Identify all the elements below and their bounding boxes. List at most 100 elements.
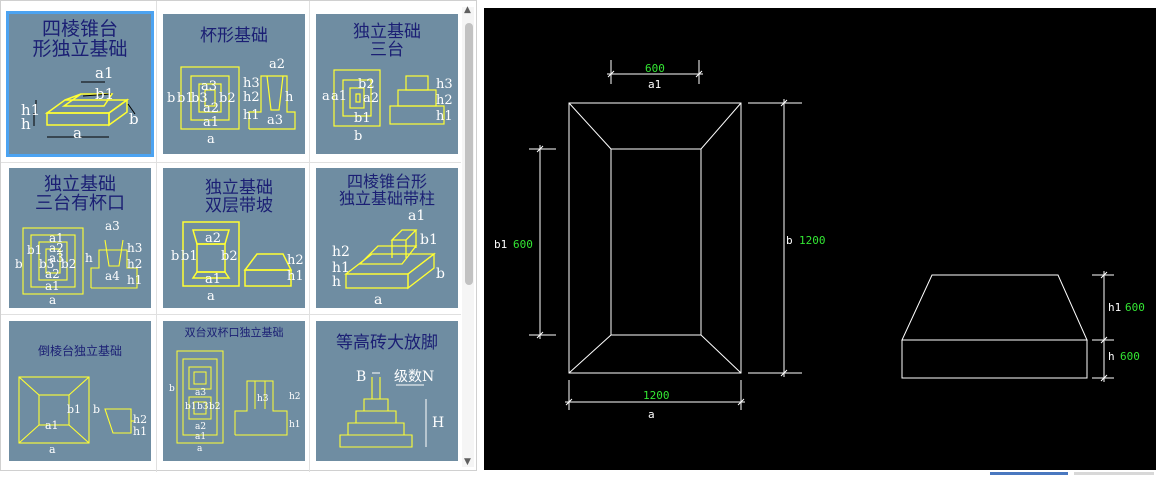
dimension-label: a2 <box>363 91 379 106</box>
tile-pyramid-foundation-with-column[interactable]: 四棱锥台形 独立基础带柱 a1 b1 h2 h1 h b a <box>316 168 458 308</box>
elevation-frustum <box>901 274 1088 341</box>
tile-three-step-cup-foundation[interactable]: 独立基础 三台有杯口 a1 a2 a3 b1 b3 b2 b a2 a1 a <box>9 168 151 308</box>
dimension-label: a3 <box>201 79 217 94</box>
dimension-label: a1 <box>331 89 347 104</box>
plan-inner-rect <box>610 148 702 336</box>
dimension-label: a1 <box>45 279 60 293</box>
caret-up-icon[interactable]: ▲ <box>464 5 471 15</box>
dimension-label: h1 <box>127 273 142 287</box>
dimension-label: h1 <box>332 260 350 276</box>
dimension-label: a1 <box>205 272 221 287</box>
dimension-label: b <box>93 403 100 416</box>
diagram-three-step: b2 a2 a a1 b1 b h3 h2 h1 <box>322 69 453 144</box>
elevation-base <box>901 339 1088 379</box>
dimension-label: a3 <box>105 219 120 233</box>
label-b: b <box>129 110 139 128</box>
dimension-label: a <box>49 443 56 456</box>
dimension-label: b2 <box>219 91 236 106</box>
dim-b-label: b <box>786 234 793 247</box>
dim-h1-value: 600 <box>1125 301 1145 314</box>
dimension-label: a <box>197 444 203 454</box>
dimension-label: a <box>374 292 382 308</box>
dimension-label: h3 <box>436 77 453 92</box>
dimension-label: b1 <box>354 111 371 126</box>
label-b1: b1 <box>95 85 114 103</box>
dimension-label: a <box>207 289 215 304</box>
dimension-label: h3 <box>127 241 142 255</box>
diagram-three-step-cup: a1 a2 a3 b1 b3 b2 b a2 a1 a a3 h a4 h3 h… <box>15 219 142 307</box>
dimension-label: b3 <box>197 402 209 412</box>
tile-title: 四棱锥台形 独立基础带柱 <box>338 172 435 208</box>
dimension-label: h3 <box>243 76 260 91</box>
foundation-type-gallery: 四棱锥台 形独立基础 a1 b1 h1 h <box>0 0 477 472</box>
dim-b-value: 1200 <box>799 234 826 247</box>
tile-inverted-frustum-foundation[interactable]: 倒棱台独立基础 b1 a1 a b h2 h1 <box>9 321 151 461</box>
diagram-pyramid-with-column: a1 b1 h2 h1 h b a <box>332 208 445 308</box>
scrollbar-thumb[interactable] <box>465 23 473 285</box>
dimension-label: h1 <box>243 108 260 123</box>
diagram-pyramid-frustum: a1 b1 h1 h a b <box>21 64 139 142</box>
dimension-label: a <box>322 89 330 104</box>
dimension-label: a3 <box>49 251 64 265</box>
dimension-label: h3 <box>257 394 269 404</box>
dim-a1-value: 600 <box>645 62 665 75</box>
tile-title: 独立基础 双层带坡 <box>205 178 273 216</box>
dimension-label: h2 <box>289 392 301 402</box>
dimension-label: a1 <box>408 208 425 224</box>
tile-double-layer-sloped-foundation[interactable]: 独立基础 双层带坡 a2 b1 b2 b a1 a h2 h1 <box>163 168 305 308</box>
dimension-label: a1 <box>195 432 206 442</box>
dimension-label: a2 <box>195 422 206 432</box>
cad-drawing: 600 a1 b1 600 b 1200 1200 a h1 600 h 600 <box>494 60 1145 421</box>
dimension-label: H <box>432 415 444 431</box>
dimension-label: h <box>85 251 93 265</box>
dimension-label: b <box>436 266 445 282</box>
dimension-label: b1 <box>181 249 198 264</box>
dimension-label: b <box>15 257 23 271</box>
dimension-label: a1 <box>49 231 64 245</box>
dimension-label: a2 <box>203 101 219 116</box>
tile-title: 等高砖大放脚 <box>336 333 438 353</box>
diagram-double-step-double-cup: a3 b1 b3 b2 b a2 a1 a h3 h2 h1 <box>169 350 301 454</box>
tile-title: 独立基础 三台有杯口 <box>35 174 125 214</box>
tile-double-step-double-cup-foundation[interactable]: 双台双杯口独立基础 a3 b1 b3 b2 b a2 a1 <box>163 321 305 461</box>
tile-cup-foundation[interactable]: 杯形基础 a3 b3 b2 b b1 a2 a1 a h3 h2 <box>163 14 305 154</box>
dimension-label: a4 <box>105 269 120 283</box>
diagram-brick-footing: B 级数N H <box>339 369 444 448</box>
dimension-label: b <box>354 129 362 144</box>
tile-three-step-foundation[interactable]: 独立基础 三台 b2 a2 a a1 b1 b h3 h2 h1 <box>316 14 458 154</box>
dimension-label: h2 <box>287 253 304 268</box>
dimension-label: h1 <box>287 269 304 284</box>
dimension-label: a2 <box>269 57 285 72</box>
dimension-label: h2 <box>243 90 260 105</box>
tile-title: 独立基础 三台 <box>353 22 421 60</box>
tile-title: 双台双杯口独立基础 <box>184 326 284 339</box>
dim-h-value: 600 <box>1120 350 1140 363</box>
status-strip <box>990 472 1068 475</box>
dimension-label: b <box>167 91 175 106</box>
dimension-label: a3 <box>267 113 283 128</box>
dimension-label: b2 <box>61 257 76 271</box>
plan-outer-rect <box>568 102 742 374</box>
tile-pyramid-frustum-foundation[interactable]: 四棱锥台 形独立基础 a1 b1 h1 h <box>6 11 154 157</box>
dim-h-label: h <box>1108 350 1115 363</box>
dimension-label: a3 <box>195 388 206 398</box>
dimension-label: h2 <box>436 93 453 108</box>
dim-a1-label: a1 <box>648 78 661 91</box>
dimension-label: b2 <box>221 249 238 264</box>
status-strip <box>1074 472 1154 475</box>
gallery-divider <box>1 162 461 163</box>
dimension-label: a2 <box>205 231 221 246</box>
dim-b1-label: b1 <box>494 238 507 251</box>
caret-down-icon[interactable]: ▼ <box>464 457 471 467</box>
tile-title: 倒棱台独立基础 <box>37 344 122 358</box>
dimension-label: b1 <box>27 243 42 257</box>
dimension-label: b1 <box>67 403 81 416</box>
tile-equal-height-brick-footing[interactable]: 等高砖大放脚 B 级数N H <box>316 321 458 461</box>
dimension-label: h2 <box>127 257 142 271</box>
dimension-label: h1 <box>289 420 301 430</box>
dimension-label: a1 <box>203 115 219 130</box>
cad-preview-canvas: 600 a1 b1 600 b 1200 1200 a h1 600 h 600 <box>484 8 1156 470</box>
gallery-divider <box>309 1 310 472</box>
gallery-divider <box>156 1 157 472</box>
dimension-label: a2 <box>45 267 60 281</box>
